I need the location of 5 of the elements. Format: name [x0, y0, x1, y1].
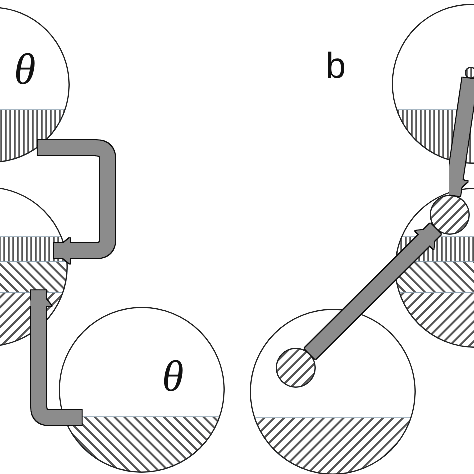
arrow — [26, 290, 82, 426]
angle-symbol: θ — [14, 48, 36, 92]
arrow — [38, 140, 116, 264]
angle-symbol: θ — [162, 355, 184, 399]
panel-letter: b — [326, 48, 346, 84]
